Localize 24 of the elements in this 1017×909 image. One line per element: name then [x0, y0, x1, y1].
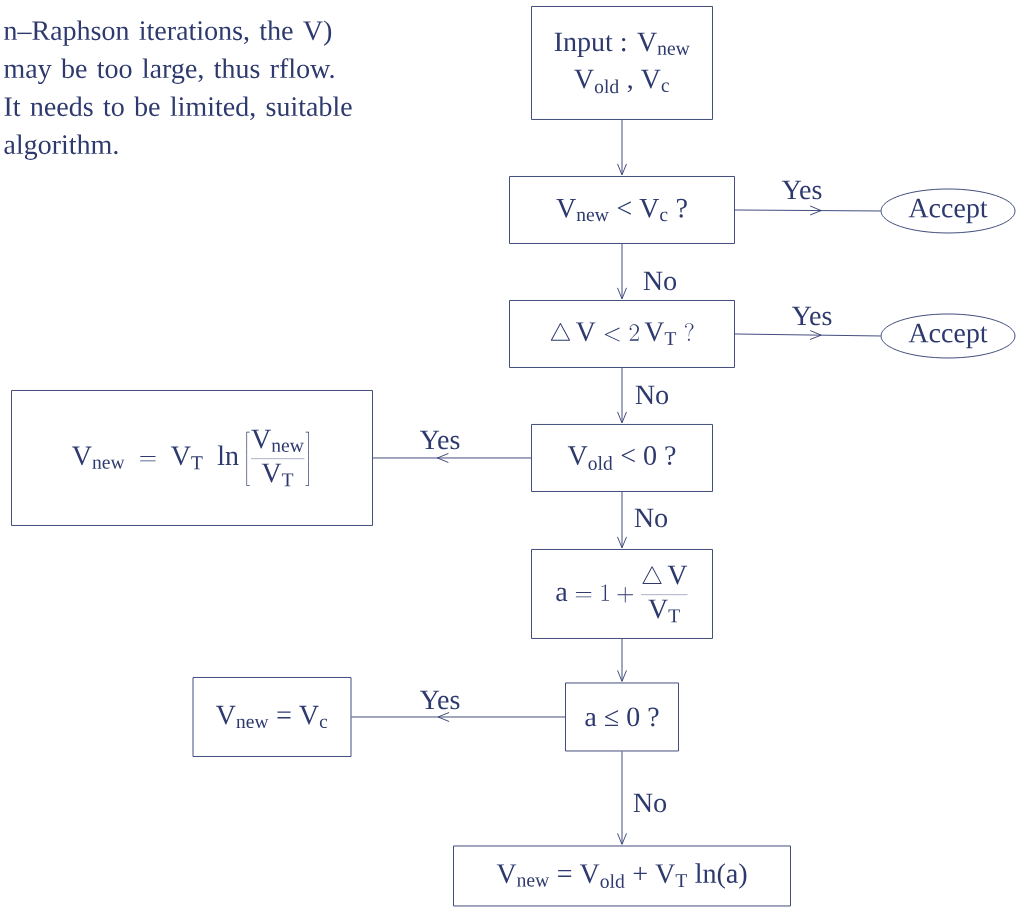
edge-label: Yes — [419, 430, 460, 450]
process-box: V$_{old}$ < 0 ? — [531, 424, 713, 492]
arrow — [617, 119, 627, 176]
arrow — [617, 638, 627, 682]
edge-label: No — [643, 271, 677, 291]
process-box: V$_{new}$ < V$_{c}$ ? — [509, 176, 735, 244]
arrow — [617, 491, 627, 549]
edge-label: No — [634, 508, 668, 528]
edge-label: No — [635, 385, 669, 405]
paragraph-text: n–Raphson iterations, the V) may be too large, thus rflow. It needs to be limited, suitable algorithm. — [4, 20, 352, 160]
process-box: $\triangle\,\mathrm{V} < 2\,\mathrm{V}_{\mathrm{T}}\ ?$ — [509, 300, 735, 368]
process-box: Input : V$_{new}$ V$_{old}$ , V$_{c}$ — [531, 6, 713, 120]
edge-label: Yes — [781, 180, 822, 200]
process-box: $\mathrm{a} = 1 + \frac{\triangle\,\mathrm{V}}{\mathrm{V}_{\mathrm{T}}}$ — [531, 549, 713, 639]
arrow — [617, 367, 627, 424]
arrow — [617, 750, 627, 845]
arrow — [617, 243, 627, 300]
edge-label: No — [633, 793, 667, 813]
process-box: a ≤ 0 ? — [565, 682, 679, 752]
process-box: $\mathrm{V}_{\mathrm{new}} \;=\; \mathrm{V}_{\mathrm{T}}\;\; \mathrm{ln}\left[\frac{\mathrm{V}_{\mathrm{new}}}{\mathrm{V}_{\mathrm{T}}}\right]$ — [11, 390, 373, 526]
process-box: V$_{new}$ = V$_{c}$ — [192, 677, 352, 757]
edge-label: Yes — [419, 690, 460, 710]
edge-label: Yes — [791, 306, 832, 326]
process-box: V$_{new}$ = V$_{old}$ + V$_{T}$ ln(a) — [453, 845, 791, 907]
